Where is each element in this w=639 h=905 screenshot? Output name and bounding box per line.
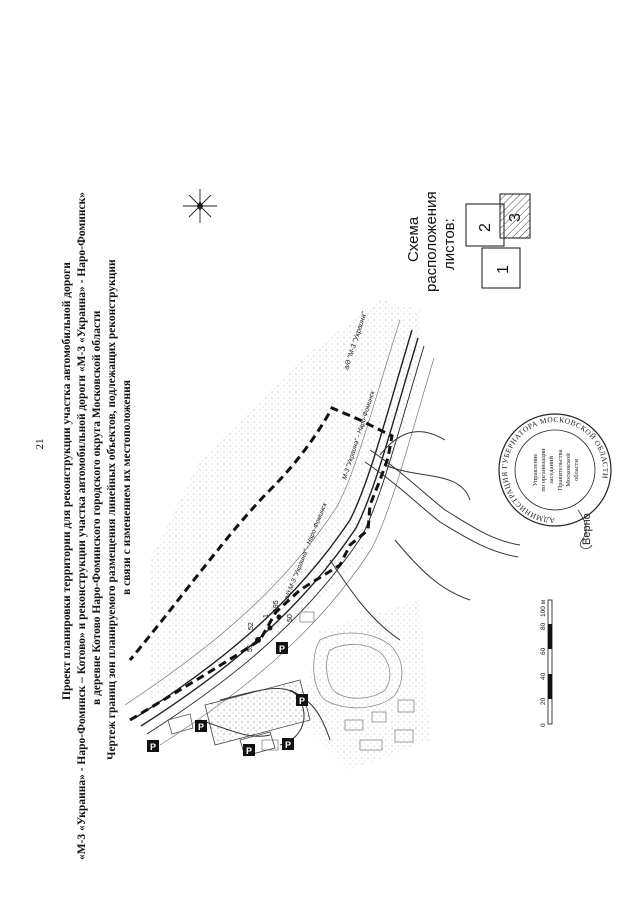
- sheet-layout-title-1: Схема: [405, 216, 422, 262]
- sheet-layout-scheme: Схема расположения листов: 1 2 3: [405, 191, 531, 292]
- scale-tick-0: 0: [540, 723, 547, 727]
- marker-51: 51: [247, 644, 254, 652]
- scale-tick-40: 40: [540, 672, 547, 680]
- sheet-1: [481, 247, 521, 289]
- marker-52: 52: [248, 622, 255, 630]
- sheet-1-label: 1: [495, 265, 512, 274]
- scale-tick-20: 20: [540, 697, 547, 705]
- title-line-1: Проект планировки территории для реконст…: [61, 262, 73, 700]
- main-highway: [124, 319, 435, 746]
- stamp-line-6: области: [573, 459, 580, 481]
- sheet-3-label: 3: [507, 213, 524, 222]
- svg-text:P: P: [150, 742, 156, 752]
- marker-50: 50: [287, 614, 294, 622]
- svg-text:P: P: [285, 740, 291, 750]
- marker-195: 195: [273, 600, 280, 612]
- map-body: а/д "М-3 "Украина" а/д М-3 "Украина" - Н…: [124, 300, 521, 770]
- title-line-5: в связи с изменением их местоположения: [121, 380, 133, 595]
- point-markers: 51 52 1 195 50: [247, 600, 294, 652]
- compass-rose-icon: [183, 189, 217, 223]
- stamp-line-2: по организации: [540, 448, 547, 492]
- title-line-3: в деревне Котово Наро-Фоминского городск…: [91, 310, 103, 705]
- svg-text:P: P: [299, 696, 305, 706]
- residential-blocks: [167, 611, 415, 757]
- stamp-line-5: Московской: [565, 453, 572, 487]
- scale-bar: 0 20 40 60 80 100 м: [540, 599, 553, 727]
- sheet-2-label: 2: [477, 223, 494, 232]
- stamp-line-3: заседаний: [548, 456, 555, 484]
- stamp-line-1: Управление: [532, 454, 539, 487]
- official-stamp: АДМИНИСТРАЦИЯ ГУБЕРНАТОРА МОСКОВСКОЙ ОБЛ…: [498, 413, 612, 527]
- parking-icon: P: [147, 740, 159, 752]
- sheet-layout-title-2: расположения: [423, 191, 440, 292]
- title-line-2: «М-3 «Украина» - Наро-Фоминск – Котово» …: [76, 192, 88, 860]
- marker-1: 1: [263, 614, 270, 618]
- parking-signs: P P P P P P: [147, 642, 308, 756]
- scale-tick-60: 60: [540, 647, 547, 655]
- parking-icon: P: [296, 694, 308, 706]
- sheet-3: [499, 193, 531, 239]
- scale-tick-100: 100 м: [540, 599, 547, 617]
- scale-tick-80: 80: [540, 622, 547, 630]
- title-block: Проект планировки территории для реконст…: [61, 192, 133, 860]
- parking-icon: P: [276, 642, 288, 654]
- title-line-4: Чертеж границ зон планируемого размещени…: [106, 259, 118, 760]
- svg-text:P: P: [279, 644, 285, 654]
- zone-boundary: [128, 406, 394, 722]
- parking-icon: P: [282, 738, 294, 750]
- parking-icon: P: [195, 720, 207, 732]
- parking-icon: P: [243, 744, 255, 756]
- signature-scribble: [577, 509, 593, 550]
- svg-text:P: P: [246, 746, 252, 756]
- svg-text:P: P: [198, 722, 204, 732]
- sheet-layout-title-3: листов:: [441, 218, 458, 270]
- stamp-line-4: Правительства: [557, 449, 564, 490]
